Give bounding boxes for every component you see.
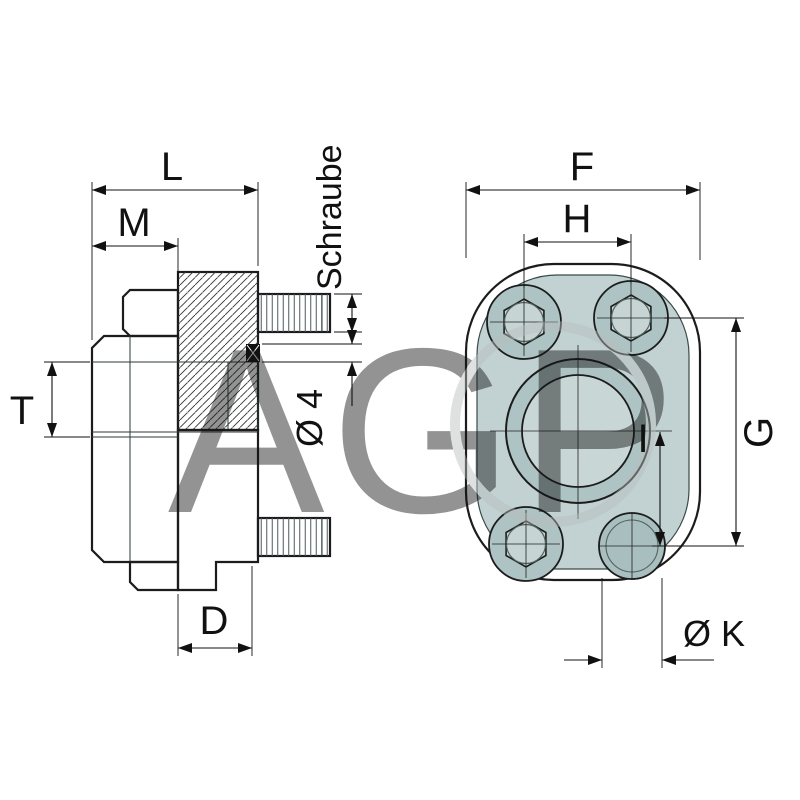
dim-label-L: L: [161, 145, 183, 189]
dim-label-D: D: [200, 599, 229, 643]
top-stud-screw: [256, 292, 332, 334]
dim-label-H: H: [563, 197, 592, 241]
dim-label-schraube: Schraube: [311, 144, 349, 290]
watermark-circle: [450, 321, 656, 527]
dim-label-o4: Ø 4: [289, 389, 330, 447]
dim-label-T: T: [10, 389, 34, 433]
side-view: [90, 270, 332, 592]
front-view: [464, 262, 702, 582]
dim-label-M: M: [117, 201, 150, 245]
dimension-lines: [44, 182, 744, 668]
dim-label-G: G: [737, 417, 781, 448]
o-ring-seal: [246, 344, 260, 362]
side-flange-plate: [90, 334, 180, 564]
dim-label-oK: Ø K: [683, 613, 745, 654]
watermark-text: AGP: [168, 299, 682, 562]
watermark: AGP: [168, 299, 682, 562]
side-lower-hub: [128, 560, 180, 592]
dim-label-I: I: [637, 417, 648, 461]
side-lower-body: [176, 428, 260, 592]
bottom-stud-screw: [256, 516, 332, 558]
front-flange-outline: [464, 262, 702, 582]
dimension-labels: L M Schraube Ø 4 T D F H G I Ø K: [10, 144, 781, 654]
dim-label-F: F: [570, 145, 594, 189]
